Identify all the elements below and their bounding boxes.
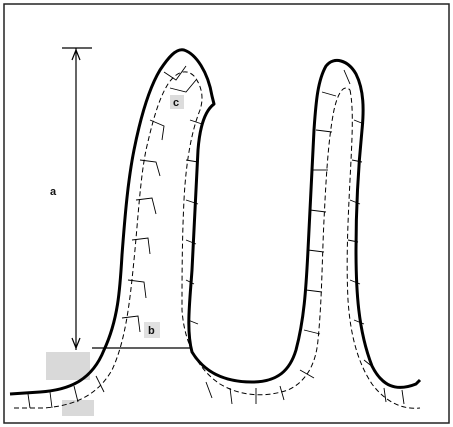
- label-a: a: [50, 186, 57, 198]
- label-c: c: [173, 97, 179, 109]
- highlight-box-left: [46, 352, 90, 380]
- right-villus-inner: [347, 90, 420, 408]
- measure-a: [62, 48, 92, 350]
- left-villus-outline: [10, 50, 420, 394]
- highlight-box-bottom: [62, 400, 94, 416]
- label-b: b: [148, 325, 155, 337]
